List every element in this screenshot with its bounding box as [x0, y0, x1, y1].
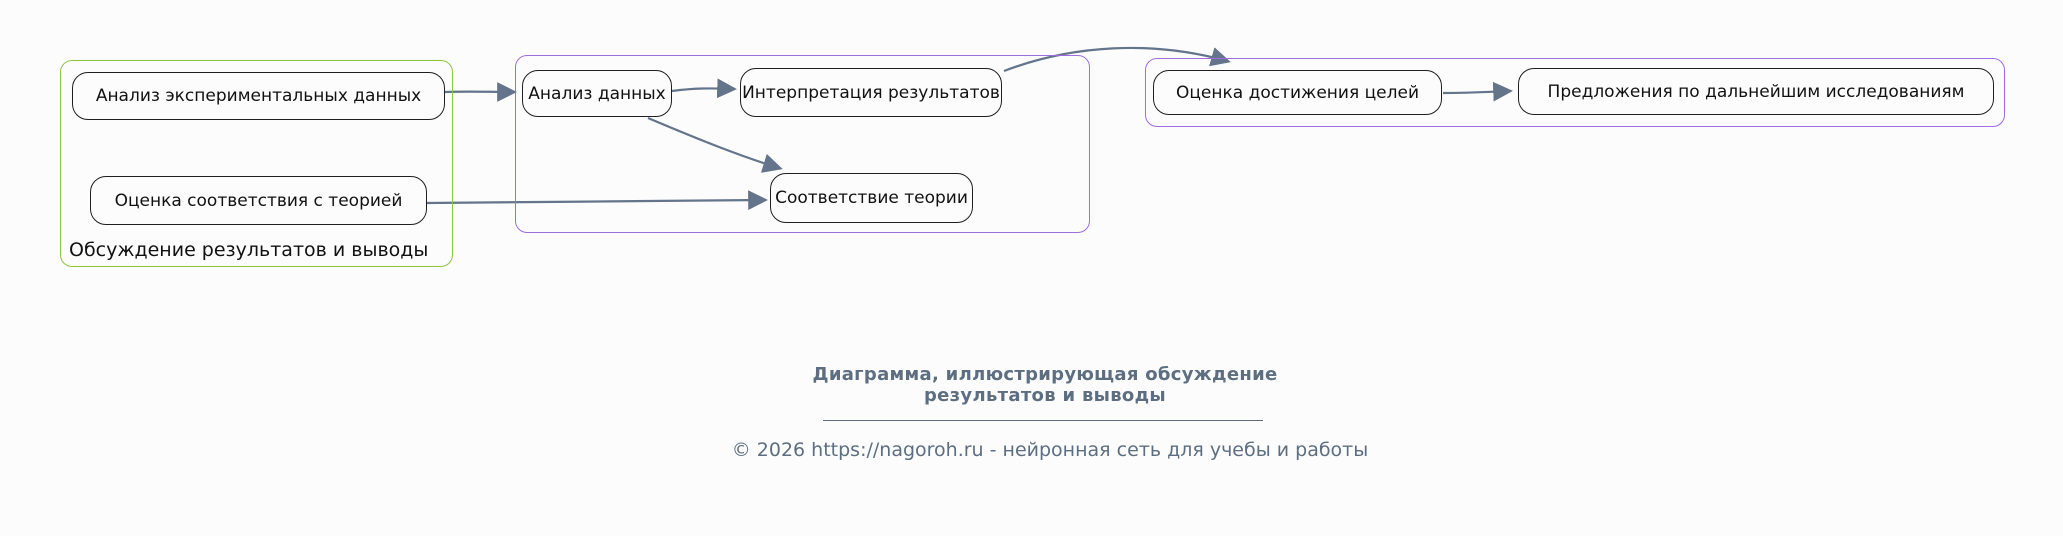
caption-divider — [823, 420, 1263, 421]
cluster-discussion-label: Обсуждение результатов и выводы — [69, 239, 429, 261]
node-experimental-data-analysis: Анализ экспериментальных данных — [72, 72, 445, 120]
cluster-evaluation — [1145, 58, 2005, 127]
node-data-analysis: Анализ данных — [522, 70, 672, 117]
copyright-text: © 2026 https://nagoroh.ru - нейронная се… — [731, 439, 1369, 461]
diagram-caption: Диаграмма, иллюстрирующая обсуждение рез… — [812, 364, 1277, 406]
node-theory-compliance-assessment: Оценка соответствия с теорией — [90, 176, 427, 225]
node-results-interpretation: Интерпретация результатов — [740, 68, 1002, 117]
node-goal-achievement-evaluation: Оценка достижения целей — [1153, 70, 1442, 115]
cluster-discussion: Обсуждение результатов и выводы — [60, 60, 453, 267]
cluster-analysis — [515, 55, 1090, 233]
diagram-caption-line1: Диаграмма, иллюстрирующая обсуждение — [812, 364, 1278, 385]
node-further-research-proposals: Предложения по дальнейшим исследованиям — [1518, 68, 1994, 115]
diagram-caption-line2: результатов и выводы — [923, 385, 1166, 406]
node-theory-correspondence: Соответствие теории — [770, 173, 973, 223]
